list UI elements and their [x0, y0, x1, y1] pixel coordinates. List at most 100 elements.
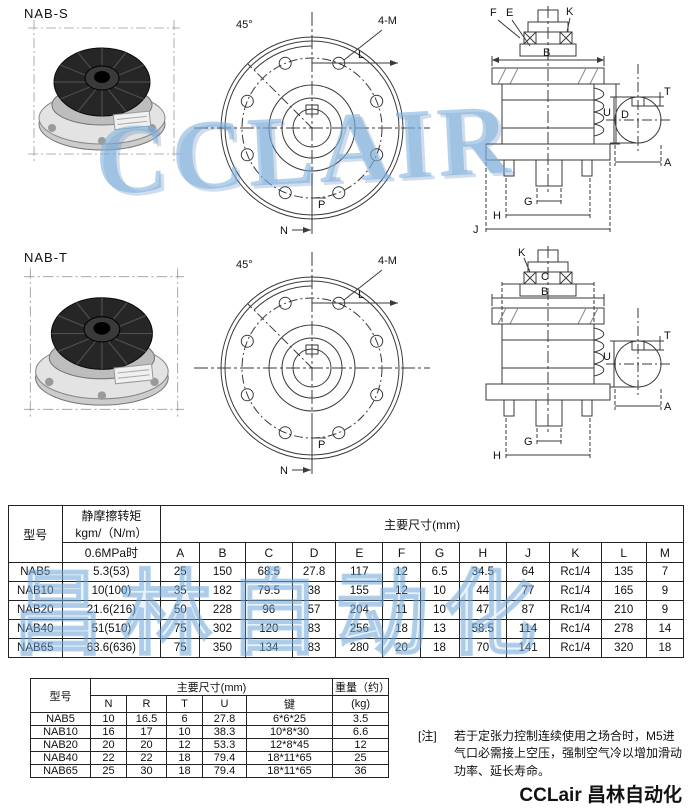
table-row-nab10: NAB10 10(100) 35 182 79.5 38 155 12 10 4… [8, 581, 685, 601]
cell-model: NAB5 [8, 562, 63, 582]
t2-header-model: 型号 [30, 678, 91, 713]
dim-label-u: U [603, 107, 611, 119]
dim-label-h: H [493, 450, 501, 462]
cell: 22 [90, 751, 127, 765]
cell: 10 [419, 581, 460, 601]
cell: 18 [382, 619, 421, 639]
dim-label-u: U [603, 351, 611, 363]
spec-table-secondary: 型号 主要尺寸(mm) 重量（约） N R T U 键 (kg) NAB5 10… [30, 678, 390, 778]
cell: 302 [199, 619, 246, 639]
cell: 12 [332, 738, 390, 752]
cell: 12 [382, 581, 421, 601]
cell: 20 [126, 738, 167, 752]
cell-model: NAB40 [8, 619, 63, 639]
cell: 10*8*30 [245, 725, 334, 739]
dim-label-4m: 4-M [378, 15, 397, 27]
cell: 50 [160, 600, 201, 620]
cell: Rc1/4 [549, 638, 602, 658]
front-labels: 45° 4-M L P N [236, 255, 397, 477]
cell: 10 [419, 600, 460, 620]
cell: 10 [90, 712, 127, 726]
front-geometry [194, 252, 430, 474]
side-labels: K C B G H [493, 247, 549, 462]
side-geometry [485, 6, 620, 232]
dim-label-n: N [280, 465, 288, 477]
dim-label-g: G [524, 436, 533, 448]
cell: 87 [505, 600, 551, 620]
dim-label-n: N [280, 225, 288, 237]
table-row-nab65: NAB65 63.6(636) 75 350 134 83 280 20 18 … [8, 638, 685, 658]
cell: 114 [505, 619, 551, 639]
cell: 9 [645, 581, 685, 601]
cell-model: NAB10 [8, 581, 63, 601]
cell: Rc1/4 [549, 600, 602, 620]
shaft-geometry [606, 64, 670, 166]
cell: 18 [166, 764, 203, 778]
cell-model: NAB40 [30, 751, 91, 765]
cell: 18 [419, 638, 460, 658]
dim-label-k: K [566, 6, 574, 18]
cell: 320 [600, 638, 647, 658]
cell: 38.3 [202, 725, 247, 739]
cell: 18*11*65 [245, 751, 334, 765]
photo-image [38, 47, 166, 151]
cell-model: NAB65 [30, 764, 91, 778]
cell-model: NAB5 [30, 712, 91, 726]
cell: 34.5 [458, 562, 507, 582]
cell: 228 [199, 600, 246, 620]
cell: 350 [199, 638, 246, 658]
t1-col-e: E [335, 542, 384, 563]
cell: 134 [244, 638, 293, 658]
front-view-nab-t: 45° 4-M L P N [194, 252, 430, 477]
cell: 75 [160, 619, 201, 639]
dim-label-j: J [473, 224, 479, 236]
t2-col-key: 键 [245, 695, 334, 713]
cell: 120 [244, 619, 293, 639]
cell: 256 [335, 619, 384, 639]
cell: 17 [126, 725, 167, 739]
t2-header-weight-unit: (kg) [332, 695, 390, 713]
table-row-nab40: NAB40 22 22 18 79.4 18*11*65 25 [30, 751, 390, 765]
dim-label-a: A [664, 401, 672, 413]
cell: 135 [600, 562, 647, 582]
table-row-nab5: NAB5 10 16.5 6 27.8 6*6*25 3.5 [30, 712, 390, 726]
cell-model: NAB65 [8, 638, 63, 658]
note-tag: [注] [418, 729, 437, 743]
product-photo-nab-s [28, 20, 180, 162]
t1-col-j: J [505, 542, 551, 563]
cell: 77 [505, 581, 551, 601]
t1-col-b: B [199, 542, 246, 563]
cell-model: NAB20 [30, 738, 91, 752]
photo-crosshair-lines [28, 20, 180, 162]
cell: 79.4 [202, 751, 247, 765]
side-labels: F E K B D G H J [473, 6, 629, 236]
cell: 27.8 [202, 712, 247, 726]
t1-col-a: A [160, 542, 201, 563]
product-photo-nab-t [24, 268, 184, 418]
t1-col-c: C [244, 542, 293, 563]
cell: 20 [382, 638, 421, 658]
dim-label-c: C [541, 271, 549, 283]
dim-label-l: L [358, 289, 364, 301]
cell: 70 [458, 638, 507, 658]
cell: 278 [600, 619, 647, 639]
dim-label-45deg: 45° [236, 19, 253, 31]
t2-header-weight: 重量（约） [332, 678, 390, 696]
cell: 3.5 [332, 712, 390, 726]
cell: 165 [600, 581, 647, 601]
dim-label-g: G [524, 196, 533, 208]
cell: 83 [291, 619, 337, 639]
cell: 117 [335, 562, 384, 582]
cell-torque: 51(510) [61, 619, 162, 639]
note-text: 若于定张力控制连续使用之场合时，M5进气口必需接上空压，强制空气冷以增加滑动功率… [454, 729, 683, 778]
dim-label-e: E [506, 7, 513, 19]
cell: 75 [160, 638, 201, 658]
cell: 64 [505, 562, 551, 582]
dim-label-4m: 4-M [378, 255, 397, 267]
t2-col-r: R [126, 695, 167, 713]
t1-header-torque-line2: kgm/（N/m） [75, 526, 148, 540]
cell: 210 [600, 600, 647, 620]
shaft-labels: T U A [603, 330, 672, 413]
cell: 9 [645, 600, 685, 620]
front-view-nab-s: 45° 4-M L P N [194, 12, 430, 237]
